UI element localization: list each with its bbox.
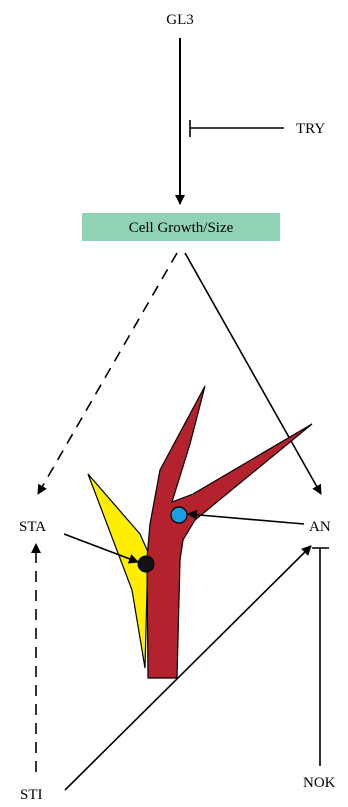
try-label: TRY (296, 121, 325, 137)
an-label: AN (309, 519, 331, 535)
sta-label: STA (19, 519, 46, 535)
an-to-blue-marker-arrow (187, 509, 305, 525)
red-branch (146, 385, 313, 679)
nok-label: NOK (303, 775, 336, 791)
cell-growth-label: Cell Growth/Size (129, 220, 234, 236)
dark-marker (137, 555, 155, 573)
trichome-illustration (87, 385, 313, 679)
growth-to-an-arrow (184, 252, 322, 495)
yellow-branch (87, 473, 149, 669)
blue-marker (170, 506, 188, 524)
sta-to-dark-marker-arrow (63, 533, 139, 564)
cell-growth-box (82, 213, 280, 241)
sti-to-an-arrow (64, 545, 312, 791)
growth-to-sta-dashed-arrow (37, 252, 178, 495)
sti-label: STI (20, 787, 43, 803)
gl3-label: GL3 (166, 12, 194, 28)
